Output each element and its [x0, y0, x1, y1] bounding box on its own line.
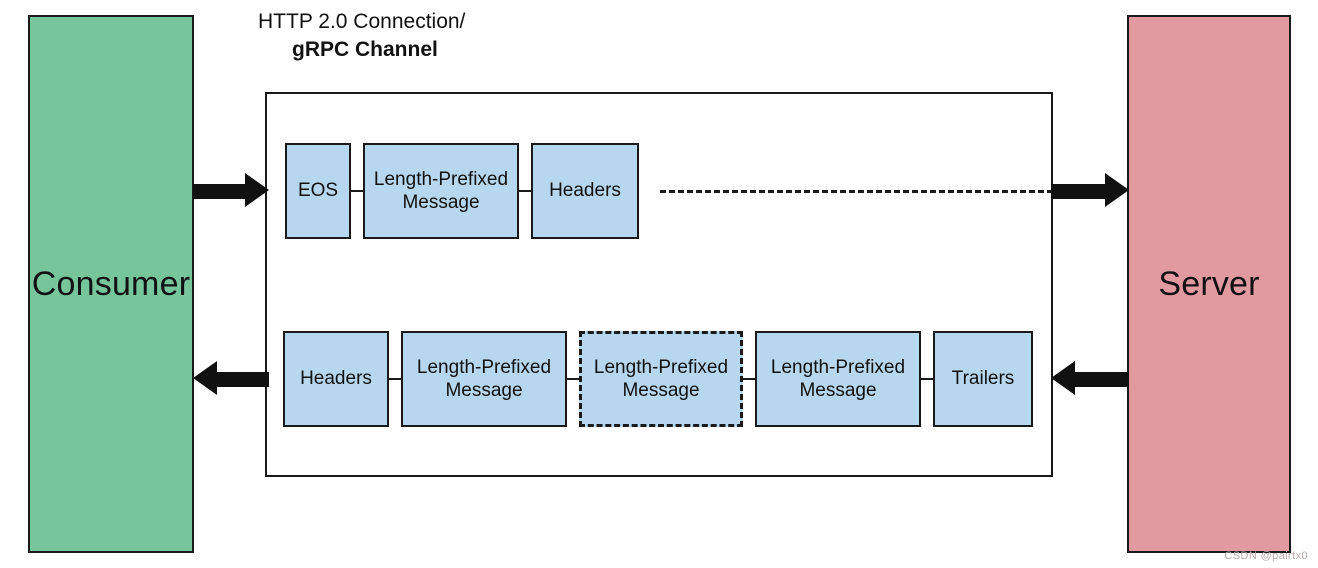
arrow-head-right-icon — [245, 173, 269, 207]
arrow-channel-to-server — [1051, 173, 1129, 207]
frame-trailers-label: Trailers — [951, 368, 1015, 390]
frame-trailers[interactable]: Trailers — [933, 331, 1033, 427]
watermark: CSDN @pairtx0 — [1224, 550, 1308, 562]
frame-response-headers[interactable]: Headers — [283, 331, 389, 427]
request-stream-continuation-line — [660, 190, 1053, 193]
frame-request-headers[interactable]: Headers — [531, 143, 639, 239]
arrow-head-left-icon — [193, 361, 217, 395]
frame-connector-stub — [389, 378, 401, 380]
frame-connector-stub — [921, 378, 933, 380]
channel-title: HTTP 2.0 Connection/ gRPC Channel — [258, 8, 558, 63]
arrow-shaft — [1051, 184, 1107, 199]
frame-connector-stub — [743, 378, 755, 380]
frame-connector-stub — [351, 190, 363, 192]
arrow-shaft — [1073, 372, 1129, 387]
server-block: Server — [1127, 15, 1291, 553]
frame-request-headers-label: Headers — [549, 180, 621, 202]
frame-connector-stub — [567, 378, 579, 380]
arrow-consumer-to-channel — [193, 173, 269, 207]
consumer-label: Consumer — [31, 264, 191, 303]
arrow-head-left-icon — [1051, 361, 1075, 395]
channel-title-line1: HTTP 2.0 Connection/ — [258, 10, 466, 33]
arrow-shaft — [215, 372, 269, 387]
frame-eos[interactable]: EOS — [285, 143, 351, 239]
http2-channel-container — [265, 92, 1053, 477]
arrow-head-right-icon — [1105, 173, 1129, 207]
frame-response-headers-label: Headers — [300, 368, 372, 390]
frame-eos-label: EOS — [297, 180, 339, 202]
arrow-shaft — [193, 184, 247, 199]
consumer-block: Consumer — [28, 15, 194, 553]
arrow-channel-to-consumer — [193, 361, 269, 395]
arrow-server-to-channel — [1051, 361, 1129, 395]
channel-title-line2: gRPC Channel — [292, 37, 438, 61]
frame-connector-stub — [519, 190, 531, 192]
server-label: Server — [1158, 264, 1260, 303]
